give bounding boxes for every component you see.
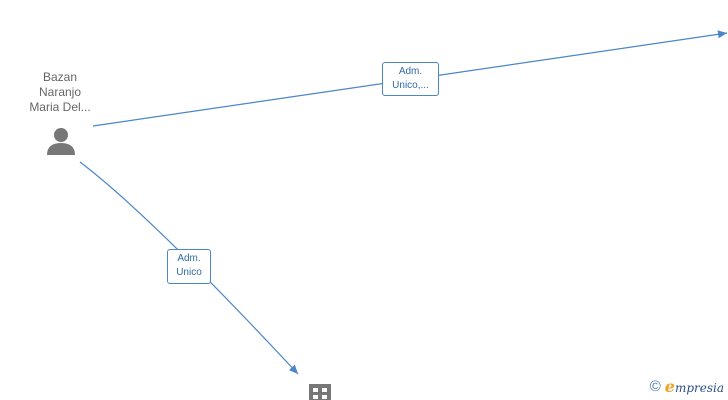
brand-rest: mpresia xyxy=(674,381,724,395)
edge-label-2-line-1: Adm. xyxy=(177,253,201,264)
person-name-line-3: Maria Del... xyxy=(29,100,91,114)
edge-line-2[interactable] xyxy=(79,161,299,375)
person-name-line-2: Naranjo xyxy=(38,85,82,99)
building-icon[interactable] xyxy=(309,384,331,400)
person-name-line-1: Bazan xyxy=(42,70,78,84)
edge-label-1-line-1: Adm. xyxy=(398,66,423,77)
empresia-watermark: © empresia xyxy=(650,377,724,396)
edge-label-1[interactable]: Adm. Unico,... xyxy=(382,62,439,96)
edge-label-1-line-2: Unico,... xyxy=(392,80,429,91)
brand-name: empresia xyxy=(665,377,724,396)
person-icon[interactable] xyxy=(47,128,75,155)
edge-label-2[interactable]: Adm. Unico xyxy=(167,249,211,284)
brand-initial: e xyxy=(664,377,675,396)
edge-label-2-line-2: Unico xyxy=(176,267,202,278)
person-name-label[interactable]: Bazan Naranjo Maria Del... xyxy=(18,70,102,115)
copyright-symbol: © xyxy=(649,377,661,395)
